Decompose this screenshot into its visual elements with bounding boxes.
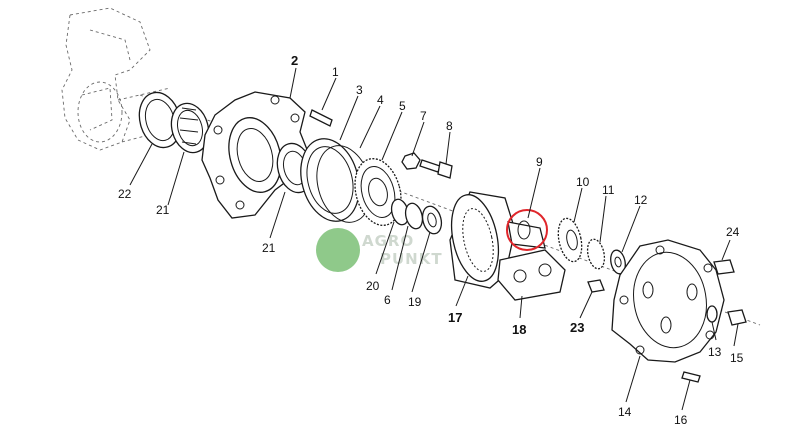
callout-6: 6 xyxy=(384,293,391,307)
bolt xyxy=(419,159,453,179)
bearing-outer xyxy=(170,102,210,154)
plug xyxy=(587,279,605,293)
callout-18: 18 xyxy=(512,322,526,337)
end-cover xyxy=(611,239,725,363)
callout-5: 5 xyxy=(399,99,406,113)
planet-carrier-block xyxy=(497,249,566,301)
leader-lines xyxy=(129,67,739,411)
callout-13: 13 xyxy=(708,345,722,359)
callout-16: 16 xyxy=(674,413,688,427)
callout-23: 23 xyxy=(570,320,584,335)
stud-bolt xyxy=(309,109,333,127)
seal-screw xyxy=(706,305,747,326)
callout-7: 7 xyxy=(420,109,427,123)
callout-19: 19 xyxy=(408,295,422,309)
callout-21-left: 21 xyxy=(156,203,170,217)
callout-24: 24 xyxy=(726,225,740,239)
callout-1: 1 xyxy=(332,65,339,79)
hub-flange xyxy=(201,91,309,219)
callout-3: 3 xyxy=(356,83,363,97)
callout-22: 22 xyxy=(118,187,132,201)
axle-housing xyxy=(61,7,176,151)
callout-21-right: 21 xyxy=(262,241,276,255)
gear-ring xyxy=(354,158,402,226)
callout-2: 2 xyxy=(291,53,298,68)
planet-carrier-drum xyxy=(449,191,516,289)
callout-20: 20 xyxy=(366,279,380,293)
nut xyxy=(401,152,421,170)
washer-set xyxy=(390,198,443,235)
watermark-line2: PUNKT xyxy=(380,250,443,268)
pinion-gear xyxy=(557,217,583,263)
callout-4: 4 xyxy=(377,93,384,107)
callout-14: 14 xyxy=(618,405,632,419)
callout-12: 12 xyxy=(634,193,648,207)
callout-15: 15 xyxy=(730,351,744,365)
highlight-circle xyxy=(506,209,548,251)
callout-11: 11 xyxy=(602,183,615,197)
vent-plug xyxy=(713,259,735,275)
watermark-line1: AGRO xyxy=(362,232,414,250)
callout-9: 9 xyxy=(536,155,543,169)
sun-gear xyxy=(507,220,546,249)
callout-8: 8 xyxy=(446,119,453,133)
small-gear xyxy=(586,238,606,270)
cover-bolt xyxy=(681,371,701,383)
callout-labels: 1 2 3 4 5 6 7 8 9 10 11 12 13 14 15 16 1… xyxy=(118,53,744,427)
callout-10: 10 xyxy=(576,175,590,189)
callout-17: 17 xyxy=(448,310,462,325)
ring-set xyxy=(300,138,372,223)
